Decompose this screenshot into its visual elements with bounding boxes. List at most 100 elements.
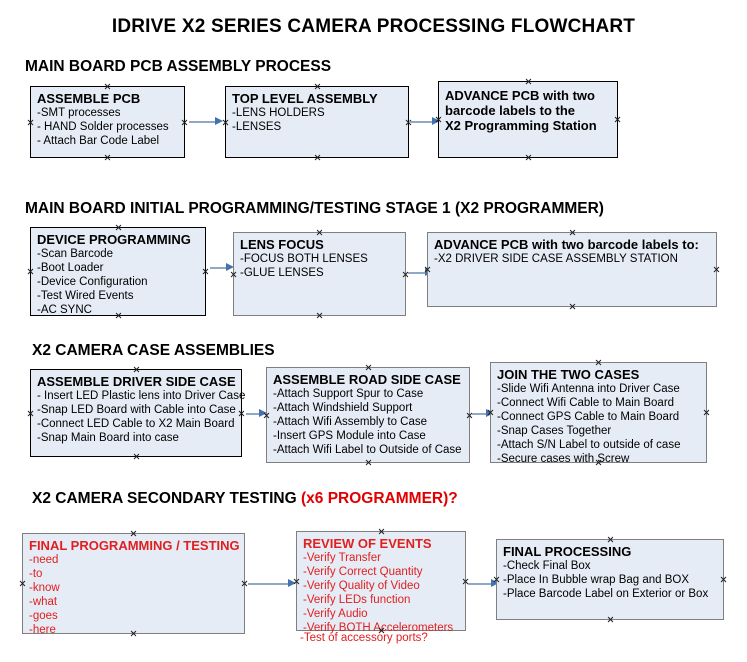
node-join-the-two-cases[interactable]: JOIN THE TWO CASES -Slide Wifi Antenna i…: [490, 359, 710, 465]
arrow-head-icon: [259, 409, 267, 417]
resize-handle-bottom[interactable]: [569, 303, 576, 310]
connector-arrow: [189, 117, 223, 126]
node-title: DEVICE PROGRAMMING: [37, 232, 191, 247]
resize-handle-left[interactable]: [19, 580, 26, 587]
node-line: -Verify BOTH Accelerometers: [303, 622, 454, 634]
resize-handle-top[interactable]: [316, 229, 323, 236]
node-assemble-pcb[interactable]: ASSEMBLE PCB -SMT processes - HAND Solde…: [30, 86, 185, 158]
node-line: -Insert GPS Module into Case: [273, 430, 426, 442]
node-line: -Attach S/N Label to outside of case: [497, 439, 681, 451]
node-line: -know: [29, 582, 60, 594]
connector-shaft: [210, 267, 227, 269]
node-line: -Connect GPS Cable to Main Board: [497, 411, 680, 423]
node-final-processing[interactable]: FINAL PROCESSING -Check Final Box -Place…: [496, 539, 724, 620]
node-line: -GLUE LENSES: [240, 267, 324, 279]
resize-handle-top[interactable]: [378, 528, 385, 535]
arrow-head-icon: [491, 579, 499, 587]
resize-handle-right[interactable]: [202, 268, 209, 275]
resize-handle-bottom[interactable]: [104, 154, 111, 161]
section-heading-4-accent: (x6 PROGRAMMER)?: [301, 490, 458, 507]
connector-arrow: [468, 579, 499, 588]
node-top-level-assembly[interactable]: TOP LEVEL ASSEMBLY -LENS HOLDERS -LENSES: [225, 86, 409, 158]
resize-handle-right[interactable]: [181, 119, 188, 126]
arrow-head-icon: [288, 579, 296, 587]
resize-handle-top[interactable]: [569, 229, 576, 236]
node-line: - Insert LED Plastic lens into Driver Ca…: [37, 390, 246, 402]
resize-handle-left[interactable]: [27, 268, 34, 275]
node-line: -Snap LED Board with Cable into Case: [37, 404, 236, 416]
resize-handle-right[interactable]: [713, 266, 720, 273]
resize-handle-top[interactable]: [104, 83, 111, 90]
resize-handle-top[interactable]: [365, 364, 372, 371]
resize-handle-top[interactable]: [607, 536, 614, 543]
arrow-head-icon: [226, 263, 234, 271]
node-advance-pcb-driver-side[interactable]: ADVANCE PCB with two barcode labels to: …: [427, 232, 717, 307]
node-line: - Attach Bar Code Label: [37, 135, 160, 147]
resize-handle-right[interactable]: [614, 116, 621, 123]
node-line: -need: [29, 554, 59, 566]
resize-handle-top[interactable]: [130, 530, 137, 537]
node-line: -Attach Wifi Label to Outside of Case: [273, 444, 462, 456]
node-line: -Boot Loader: [37, 262, 104, 274]
resize-handle-bottom[interactable]: [607, 616, 614, 623]
resize-handle-top[interactable]: [314, 83, 321, 90]
resize-handle-bottom[interactable]: [365, 459, 372, 466]
resize-handle-left[interactable]: [222, 119, 229, 126]
node-line: -Secure cases with Screw: [497, 453, 630, 465]
node-title: REVIEW OF EVENTS: [303, 536, 432, 551]
node-line: -to: [29, 568, 43, 580]
node-advance-pcb-station[interactable]: ADVANCE PCB with two barcode labels to t…: [438, 81, 618, 158]
node-lens-focus[interactable]: LENS FOCUS -FOCUS BOTH LENSES -GLUE LENS…: [233, 232, 406, 316]
node-line: -Connect LED Cable to X2 Main Board: [37, 418, 235, 430]
resize-handle-bottom[interactable]: [314, 154, 321, 161]
node-line: -SMT processes: [37, 107, 121, 119]
page-title: IDRIVE X2 SERIES CAMERA PROCESSING FLOWC…: [111, 16, 636, 37]
node-line: -Slide Wifi Antenna into Driver Case: [497, 383, 680, 395]
resize-handle-top[interactable]: [133, 366, 140, 373]
node-title: ADVANCE PCB with two barcode labels to:: [434, 237, 699, 252]
node-assemble-driver-side-case[interactable]: ASSEMBLE DRIVER SIDE CASE - Insert LED P…: [27, 366, 246, 460]
node-title: TOP LEVEL ASSEMBLY: [232, 91, 378, 106]
node-line: -Attach Wifi Assembly to Case: [273, 416, 428, 428]
node-line: -Verify Audio: [303, 608, 368, 620]
resize-handle-bottom[interactable]: [316, 312, 323, 319]
node-line: -Place Barcode Label on Exterior or Box: [503, 588, 709, 600]
resize-handle-top[interactable]: [525, 78, 532, 85]
resize-handle-right[interactable]: [703, 409, 710, 416]
resize-handle-right[interactable]: [720, 576, 727, 583]
arrow-head-icon: [432, 117, 440, 125]
node-overflow-line: -Test of accessory ports?: [300, 632, 428, 644]
resize-handle-bottom[interactable]: [525, 154, 532, 161]
node-title: JOIN THE TWO CASES: [497, 367, 640, 382]
connector-shaft: [409, 121, 433, 123]
resize-handle-top[interactable]: [115, 224, 122, 231]
node-device-programming[interactable]: DEVICE PROGRAMMING -Scan Barcode -Boot L…: [30, 227, 206, 316]
node-line: -what: [29, 596, 58, 608]
connector-arrow: [248, 579, 296, 588]
node-final-programming-testing[interactable]: FINAL PROGRAMMING / TESTING -need -to -k…: [19, 530, 248, 636]
node-title: FINAL PROGRAMMING / TESTING: [29, 538, 240, 553]
node-line: -AC SYNC: [37, 304, 92, 316]
node-line: -X2 DRIVER SIDE CASE ASSEMBLY STATION: [434, 253, 678, 265]
section-heading-1: MAIN BOARD PCB ASSEMBLY PROCESS: [25, 58, 331, 76]
node-line: -Check Final Box: [503, 560, 591, 572]
resize-handle-top[interactable]: [595, 359, 602, 366]
connector-shaft: [468, 583, 492, 585]
section-heading-2: MAIN BOARD INITIAL PROGRAMMING/TESTING S…: [25, 200, 604, 218]
node-line: -Test Wired Events: [37, 290, 134, 302]
node-title: ASSEMBLE ROAD SIDE CASE: [273, 372, 461, 387]
resize-handle-left[interactable]: [27, 119, 34, 126]
node-title: LENS FOCUS: [240, 237, 324, 252]
section-heading-2-text: MAIN BOARD INITIAL PROGRAMMING/TESTING S…: [25, 200, 604, 217]
resize-handle-left[interactable]: [27, 410, 34, 417]
resize-handle-right[interactable]: [241, 580, 248, 587]
resize-handle-right[interactable]: [238, 410, 245, 417]
node-line: -Scan Barcode: [37, 248, 114, 260]
connector-arrow: [409, 117, 440, 126]
connector-arrow: [210, 263, 234, 272]
node-assemble-road-side-case[interactable]: ASSEMBLE ROAD SIDE CASE -Attach Support …: [266, 367, 470, 463]
resize-handle-bottom[interactable]: [133, 453, 140, 460]
node-review-of-events[interactable]: REVIEW OF EVENTS -Verify Transfer -Verif…: [296, 528, 466, 634]
section-heading-4-text: X2 CAMERA SECONDARY TESTING: [32, 490, 301, 507]
